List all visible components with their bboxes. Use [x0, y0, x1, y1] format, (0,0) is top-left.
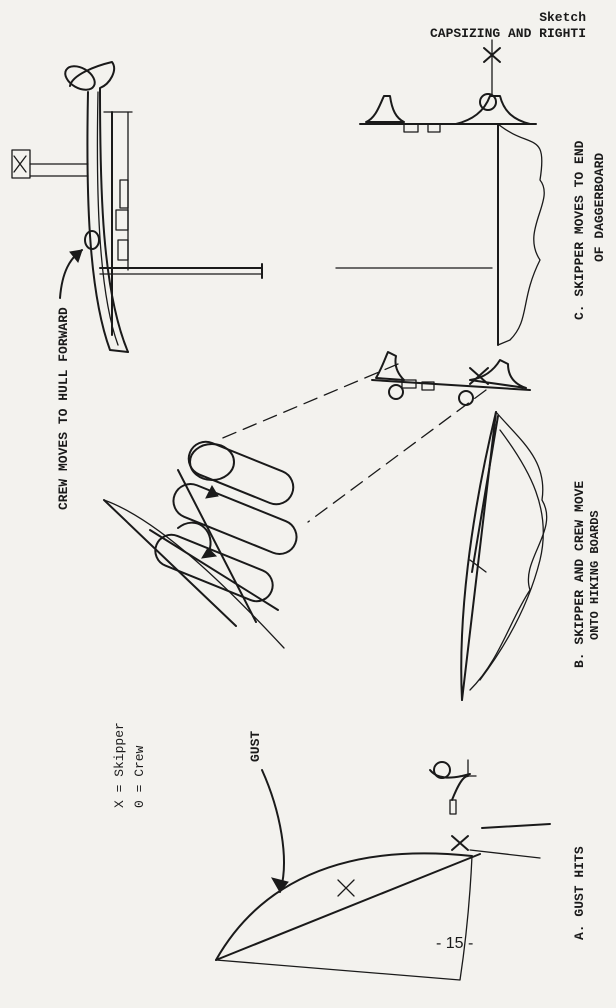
caption-c-line2: OF DAGGERBOARD — [592, 152, 607, 262]
hull-forward-drawing — [11, 61, 263, 353]
legend-crew: 0 = Crew — [132, 745, 147, 808]
caption-c-line1: C. SKIPPER MOVES TO END — [572, 140, 587, 320]
caption-b-line2: ONTO HIKING BOARDS — [588, 510, 602, 640]
stage-a-drawing — [215, 759, 551, 981]
page-number: - 15 - — [436, 935, 474, 952]
stage-b-drawing — [371, 351, 548, 701]
sketch-label: Sketch — [539, 10, 586, 25]
crew-moves-caption: CREW MOVES TO HULL FORWARD — [56, 307, 71, 510]
stage-c-drawing — [335, 39, 545, 346]
page-title: CAPSIZING AND RIGHTI — [429, 26, 586, 41]
detail-zoom — [103, 363, 487, 649]
caption-b-line1: B. SKIPPER AND CREW MOVE — [572, 480, 587, 668]
caption-a: A. GUST HITS — [572, 846, 587, 940]
gust-caption: GUST — [248, 730, 263, 762]
legend-skipper: X = Skipper — [112, 722, 127, 808]
